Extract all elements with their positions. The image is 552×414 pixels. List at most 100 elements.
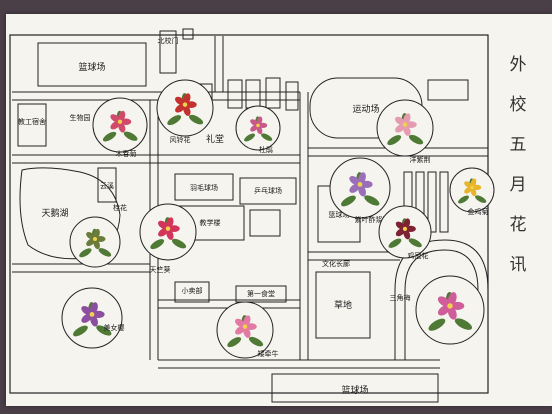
title-char-4: 月	[510, 175, 527, 195]
petal-icon	[403, 125, 411, 136]
basketball-court-top-label: 篮球场	[78, 61, 105, 73]
leaf-icon	[248, 336, 264, 347]
basketball-court-bottom-label: 篮球场	[341, 384, 368, 396]
flower-center-icon	[470, 185, 474, 190]
petal-icon	[175, 96, 185, 106]
leaf-icon	[171, 238, 187, 249]
flower-marker: 风铃花	[156, 79, 214, 144]
petal-icon	[93, 239, 100, 250]
leaf-icon	[475, 195, 487, 203]
petal-icon	[358, 184, 366, 197]
petal-icon	[447, 306, 457, 320]
leaf-icon	[96, 325, 112, 336]
curved-road	[394, 239, 489, 360]
badminton-label: 羽毛球场	[190, 183, 218, 192]
petal-icon	[92, 310, 105, 318]
petal-icon	[403, 113, 411, 125]
petal-icon	[175, 103, 185, 113]
tian-e-lake-label: 天鹅湖	[41, 207, 68, 219]
leaf-icon	[454, 318, 473, 330]
flower-label: 桂花	[113, 203, 127, 212]
leaf-icon	[188, 114, 204, 125]
title-char-3: 五	[510, 135, 527, 155]
petal-icon	[464, 181, 472, 188]
leaf-icon	[102, 131, 117, 142]
teacher-dorm	[17, 103, 47, 147]
lawn	[315, 271, 371, 339]
flower-label: 三角梅	[390, 293, 411, 302]
petal-icon	[235, 325, 245, 335]
petal-icon	[250, 119, 258, 126]
culture-label: 文化长廊	[322, 259, 350, 268]
title-char-2: 校	[510, 95, 527, 115]
b9-label: 小卖部	[182, 286, 203, 295]
b1-label: 教学楼	[200, 218, 221, 227]
flower-marker: 洋紫荆	[376, 99, 434, 164]
flower-center-icon	[93, 237, 97, 241]
petal-icon	[81, 313, 92, 323]
canteen-label: 第一食堂	[247, 289, 275, 298]
flower-center-icon	[402, 122, 408, 127]
petal-icon	[403, 218, 411, 229]
petal-icon	[245, 323, 257, 331]
petal-icon	[183, 93, 191, 105]
leaf-icon	[387, 135, 402, 146]
flower-label: 天竺葵	[150, 265, 171, 274]
flower-center-icon	[165, 226, 171, 231]
petal-icon	[86, 238, 95, 247]
petal-icon	[464, 186, 472, 194]
sports-field-label: 运动场	[352, 104, 379, 115]
petal-icon	[166, 217, 174, 229]
petal-icon	[110, 114, 120, 123]
north-gate-label: 北校门	[158, 36, 179, 45]
yunxi-label: 云溪	[100, 181, 114, 190]
petal-icon	[405, 225, 416, 233]
campus-boundary	[9, 34, 489, 394]
flower-label: 矮牵牛	[258, 349, 279, 358]
leaf-icon	[227, 337, 242, 348]
petal-icon	[93, 228, 100, 239]
petal-icon	[250, 124, 258, 132]
petal-icon	[120, 118, 132, 126]
petal-icon	[166, 229, 174, 240]
flower-marker: 紫叶酢浆草	[329, 157, 391, 224]
flower-label: 杜鹃	[259, 145, 273, 154]
petal-icon	[90, 314, 98, 327]
flower-center-icon	[117, 119, 123, 124]
leaf-icon	[341, 195, 356, 207]
petal-icon	[185, 101, 197, 108]
flower-marker: 木春菊	[92, 97, 148, 158]
auditorium-label: 礼堂	[206, 133, 224, 145]
curved-road-inner	[404, 249, 479, 360]
flower-marker: 鸡冠花	[378, 205, 432, 260]
leaf-icon	[261, 133, 273, 141]
petal-icon	[450, 301, 465, 311]
title-char-6: 讯	[510, 255, 527, 275]
petal-icon	[437, 296, 450, 307]
petal-icon	[395, 228, 405, 237]
petal-icon	[395, 221, 405, 230]
leaf-icon	[167, 115, 182, 126]
title-char-1: 外	[510, 55, 527, 75]
petal-icon	[183, 105, 191, 116]
petal-icon	[158, 227, 168, 237]
flower-center-icon	[256, 123, 260, 128]
flower-label: 美女樱	[104, 323, 125, 332]
leaf-icon	[458, 195, 469, 204]
title-char-5: 花	[510, 215, 527, 235]
flower-label: 木春菊	[116, 149, 137, 158]
basketball-court-top	[37, 42, 147, 87]
petal-icon	[235, 318, 245, 328]
leaf-icon	[79, 248, 92, 258]
petal-icon	[95, 236, 106, 242]
yunxi-building	[97, 167, 117, 203]
petal-icon	[349, 175, 360, 186]
leaf-icon	[244, 133, 255, 142]
flower-marker: 天竺葵	[139, 203, 197, 274]
flower-marker: 美女樱	[61, 287, 125, 349]
flower-marker: 桂花	[69, 203, 127, 268]
petal-icon	[470, 178, 477, 188]
petal-icon	[258, 122, 268, 128]
